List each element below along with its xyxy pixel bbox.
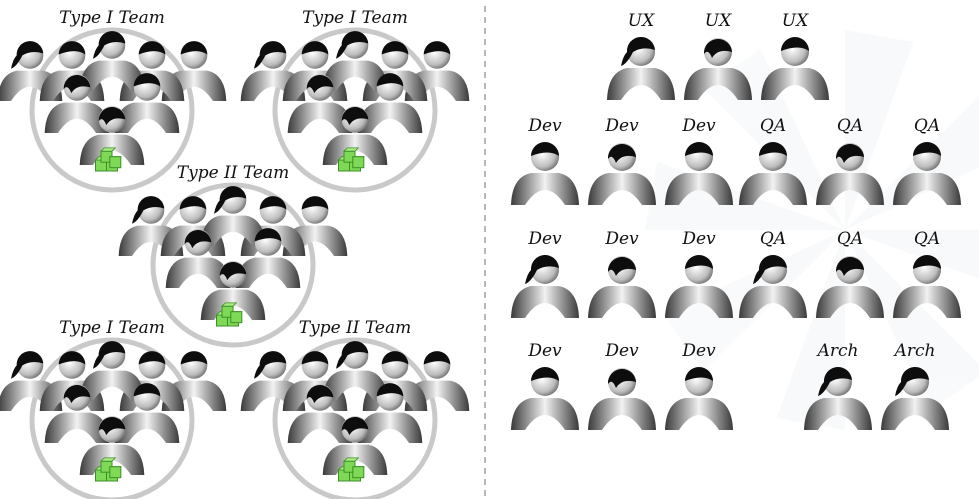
person-icon bbox=[665, 255, 733, 318]
green-cubes-icon bbox=[337, 457, 365, 482]
person-icon bbox=[357, 73, 423, 133]
team-ring bbox=[272, 337, 438, 499]
team-label: Type I Team bbox=[59, 318, 165, 338]
person-icon bbox=[588, 368, 656, 430]
role-group: UX UX UX bbox=[607, 11, 829, 100]
person-icon bbox=[665, 142, 733, 205]
person-icon bbox=[511, 254, 579, 318]
person-icon bbox=[240, 41, 306, 101]
role-label: QA bbox=[837, 116, 863, 136]
team-label: Type II Team bbox=[177, 163, 289, 183]
person-icon bbox=[665, 367, 733, 430]
role-label: Arch bbox=[816, 341, 859, 361]
person-icon bbox=[588, 143, 656, 205]
team-label: Type I Team bbox=[302, 8, 408, 28]
person-icon bbox=[804, 366, 872, 430]
role-label: Dev bbox=[527, 116, 562, 136]
person-icon bbox=[881, 366, 949, 430]
person-icon bbox=[322, 31, 388, 91]
role-label: Dev bbox=[681, 116, 716, 136]
person-icon bbox=[44, 74, 110, 133]
role-label: Dev bbox=[527, 341, 562, 361]
person-icon bbox=[684, 38, 752, 100]
person-icon bbox=[893, 255, 961, 318]
person-icon bbox=[404, 351, 470, 411]
role-label: Dev bbox=[604, 229, 639, 249]
role-row: Dev Dev Dev QA QA QA bbox=[511, 116, 961, 205]
green-cubes-icon bbox=[215, 302, 243, 327]
person-icon bbox=[739, 142, 807, 205]
burst-ray bbox=[845, 230, 979, 412]
role-row: Dev Dev Dev Arch Arch bbox=[511, 341, 949, 430]
role-label: Dev bbox=[604, 116, 639, 136]
team-label: Type I Team bbox=[59, 8, 165, 28]
person-icon bbox=[287, 74, 353, 133]
person-icon bbox=[739, 254, 807, 318]
person-icon bbox=[511, 367, 579, 430]
team-cluster: Type II Team bbox=[118, 163, 348, 348]
person-icon bbox=[816, 256, 884, 318]
team-cluster: Type I Team bbox=[0, 318, 227, 499]
role-group: Arch Arch bbox=[804, 341, 949, 430]
person-icon bbox=[816, 143, 884, 205]
role-label: QA bbox=[914, 116, 940, 136]
team-ring bbox=[272, 27, 438, 193]
person-icon bbox=[44, 384, 110, 443]
person-icon bbox=[357, 383, 423, 443]
green-cubes-icon bbox=[94, 147, 122, 172]
role-group: Dev Dev Dev bbox=[511, 116, 733, 205]
role-label: UX bbox=[628, 11, 655, 31]
person-icon bbox=[114, 383, 180, 443]
role-label: QA bbox=[914, 229, 940, 249]
person-icon bbox=[282, 196, 348, 256]
role-label: QA bbox=[837, 229, 863, 249]
person-icon bbox=[588, 256, 656, 318]
person-icon bbox=[235, 228, 301, 288]
team-cluster: Type II Team bbox=[240, 318, 470, 499]
person-icon bbox=[607, 36, 675, 100]
role-row: Dev Dev Dev QA QA QA bbox=[511, 229, 961, 318]
role-label: Dev bbox=[681, 341, 716, 361]
team-label: Type II Team bbox=[299, 318, 411, 338]
role-group: QA QA QA bbox=[739, 229, 961, 318]
role-label: Dev bbox=[527, 229, 562, 249]
team-ring bbox=[150, 182, 316, 348]
role-label: QA bbox=[760, 116, 786, 136]
role-row: UX UX UX bbox=[607, 11, 829, 100]
team-cluster: Type I Team bbox=[240, 8, 470, 193]
team-cluster: Type I Team bbox=[0, 8, 227, 193]
role-label: Dev bbox=[604, 341, 639, 361]
person-icon bbox=[287, 384, 353, 443]
person-icon bbox=[79, 341, 145, 401]
role-label: UX bbox=[782, 11, 809, 31]
role-group: Dev Dev Dev bbox=[511, 341, 733, 430]
person-icon bbox=[114, 73, 180, 133]
person-icon bbox=[893, 142, 961, 205]
role-group: Dev Dev Dev bbox=[511, 229, 733, 318]
role-label: Arch bbox=[893, 341, 936, 361]
burst-ray bbox=[845, 230, 979, 279]
green-cubes-icon bbox=[94, 457, 122, 482]
person-icon bbox=[761, 37, 829, 100]
person-icon bbox=[322, 341, 388, 401]
role-group: QA QA QA bbox=[739, 116, 961, 205]
person-icon bbox=[165, 229, 231, 288]
role-label: Dev bbox=[681, 229, 716, 249]
role-label: QA bbox=[760, 229, 786, 249]
person-icon bbox=[200, 186, 266, 246]
person-icon bbox=[511, 142, 579, 205]
role-label: UX bbox=[705, 11, 732, 31]
team-ring bbox=[29, 27, 195, 193]
person-icon bbox=[79, 31, 145, 91]
burst-ray bbox=[845, 95, 979, 230]
green-cubes-icon bbox=[337, 147, 365, 172]
team-ring bbox=[29, 337, 195, 499]
